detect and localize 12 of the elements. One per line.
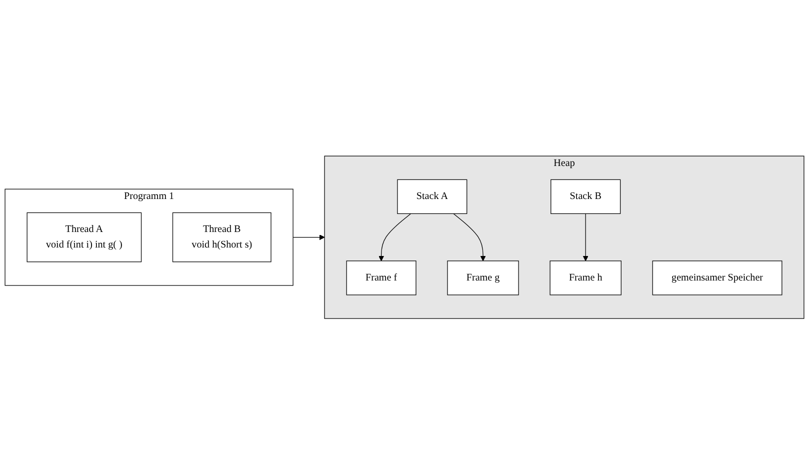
arrow [378, 213, 412, 261]
node-box: Frame h [550, 260, 622, 295]
arrow [582, 213, 588, 261]
node-box: Thread B void h(Short s) [172, 212, 272, 262]
arrow [292, 234, 325, 240]
arrow [453, 213, 486, 261]
node-box: Thread A void f(int i) int g( ) [26, 212, 142, 262]
node-box: Stack A [397, 179, 468, 214]
node-box: Stack B [550, 179, 621, 214]
node-box: gemeinsamer Speicher [652, 260, 782, 295]
node-box: Frame g [447, 260, 519, 295]
node-box: Frame f [346, 260, 416, 295]
